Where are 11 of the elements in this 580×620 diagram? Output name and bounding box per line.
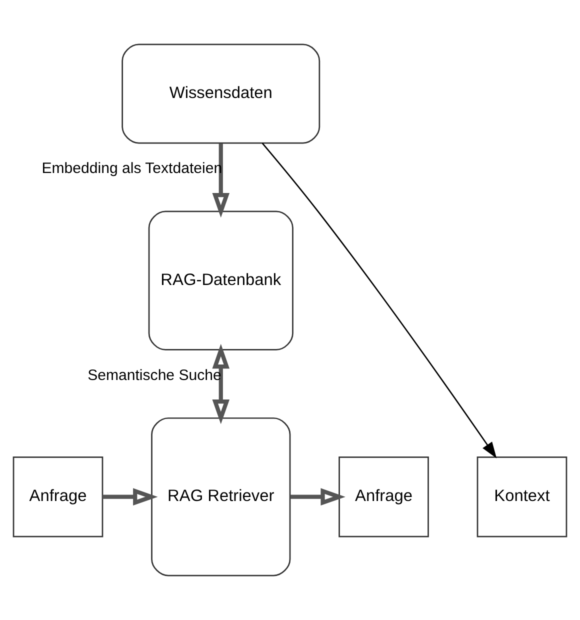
node-box: RAG-Datenbank: [148, 210, 294, 350]
node-box: Anfrage: [12, 456, 104, 538]
node-box: RAG Retriever: [151, 417, 291, 576]
arrow: [212, 344, 230, 424]
node-box: Wissensdaten: [122, 44, 320, 144]
node-box: Anfrage: [338, 456, 429, 538]
node-box: Kontext: [476, 456, 568, 538]
arrow: [212, 143, 230, 218]
arrow: [262, 142, 497, 458]
arrow: [290, 488, 346, 506]
arrow: [102, 488, 158, 506]
